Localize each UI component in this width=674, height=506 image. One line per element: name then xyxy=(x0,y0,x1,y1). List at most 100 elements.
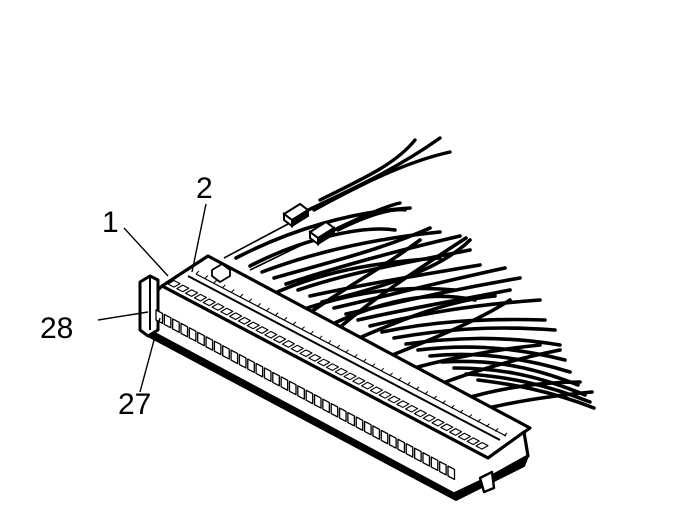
groove-tick xyxy=(459,409,464,414)
pin-cell xyxy=(176,284,190,293)
connector-latch-foot xyxy=(478,470,496,494)
pin-cell xyxy=(466,437,480,446)
wire xyxy=(392,326,557,340)
groove-tick xyxy=(230,289,235,293)
wire xyxy=(476,378,596,410)
leader-2 xyxy=(191,203,207,273)
pin-cell xyxy=(255,326,269,334)
terminal-wires xyxy=(302,136,452,234)
groove-tick xyxy=(195,270,200,275)
wire xyxy=(380,317,547,334)
wire xyxy=(272,226,432,280)
callout-label-28: 28 xyxy=(40,312,73,345)
pin-cell xyxy=(380,429,389,445)
pin-cell xyxy=(193,293,207,302)
wire xyxy=(378,298,512,362)
pin-cell xyxy=(220,307,234,316)
groove-ticks xyxy=(195,270,508,437)
terminal-lead xyxy=(249,239,313,271)
pin-cell xyxy=(197,331,205,347)
pin-cell xyxy=(422,414,436,422)
connector-front-face xyxy=(146,284,530,496)
groove-tick xyxy=(301,326,305,330)
pin-cell xyxy=(246,321,260,330)
wire xyxy=(356,288,512,322)
connector-groove xyxy=(187,275,501,441)
pin-cell xyxy=(413,409,427,418)
groove-tick xyxy=(468,414,473,418)
groove-tick xyxy=(380,367,385,372)
pin-cell xyxy=(369,386,383,395)
pin-cell xyxy=(405,443,414,458)
pin-cell xyxy=(172,318,180,333)
pin-cell xyxy=(397,438,406,454)
pin-cell xyxy=(255,362,264,378)
pin-cell xyxy=(457,432,471,441)
groove-tick xyxy=(477,418,481,423)
pin-cell xyxy=(290,344,304,353)
groove-tick xyxy=(283,316,288,321)
pin-cell xyxy=(330,402,339,418)
groove-tick xyxy=(503,432,508,437)
wire xyxy=(464,372,592,404)
pin-cell xyxy=(281,340,295,348)
pin-cell xyxy=(325,363,339,371)
pin-cell xyxy=(449,428,463,436)
pin-cell xyxy=(297,385,305,400)
groove-tick xyxy=(327,340,332,344)
pin-cell xyxy=(205,336,214,351)
crimp-terminal xyxy=(308,220,336,246)
wire xyxy=(284,234,462,286)
pin-cell xyxy=(334,367,348,376)
groove-tick xyxy=(494,428,499,432)
pin-cell xyxy=(430,456,439,472)
terminal-lead xyxy=(223,223,289,259)
wire xyxy=(308,263,482,298)
pin-cell xyxy=(308,354,322,362)
pin-cell xyxy=(273,335,287,344)
groove-tick xyxy=(406,381,411,386)
pin-cell xyxy=(280,376,289,391)
pin-cell xyxy=(343,372,357,381)
pin-cell xyxy=(155,309,164,325)
wire xyxy=(258,256,442,302)
pin-cell xyxy=(338,407,347,423)
pin-cell xyxy=(475,441,489,450)
groove-tick xyxy=(310,330,314,335)
groove-tick xyxy=(486,423,490,428)
wire-bundle xyxy=(234,206,596,412)
connector-key xyxy=(211,263,231,283)
pin-cell xyxy=(422,451,431,467)
groove-tick xyxy=(415,386,420,391)
groove-tick xyxy=(398,377,402,381)
pin-cell xyxy=(264,330,278,339)
pin-cell xyxy=(222,345,230,360)
groove-tick xyxy=(336,344,341,349)
pin-cell xyxy=(317,358,331,367)
pin-cell xyxy=(372,425,381,440)
wire xyxy=(328,236,468,338)
callout-label-2: 2 xyxy=(196,172,213,205)
leader-1 xyxy=(123,227,169,277)
pin-cell xyxy=(387,395,401,404)
groove-tick xyxy=(450,404,455,409)
pin-cell xyxy=(180,322,189,338)
pin-cell xyxy=(363,420,372,436)
pin-cell xyxy=(211,303,225,311)
pin-cell xyxy=(288,380,297,396)
pin-cell xyxy=(202,298,216,307)
pin-cell xyxy=(440,423,454,432)
pin-cell xyxy=(396,400,410,408)
terminal-pair xyxy=(223,136,452,271)
pin-cell xyxy=(237,316,251,325)
groove-tick xyxy=(266,307,270,312)
groove-tick xyxy=(248,298,253,303)
callout-label-27: 27 xyxy=(118,388,151,421)
pin-cell xyxy=(247,358,255,374)
pin-cell xyxy=(163,313,172,329)
pin-cell xyxy=(322,398,331,414)
groove-tick xyxy=(222,284,226,289)
pin-cell xyxy=(213,340,222,356)
pin-cell xyxy=(167,279,181,288)
